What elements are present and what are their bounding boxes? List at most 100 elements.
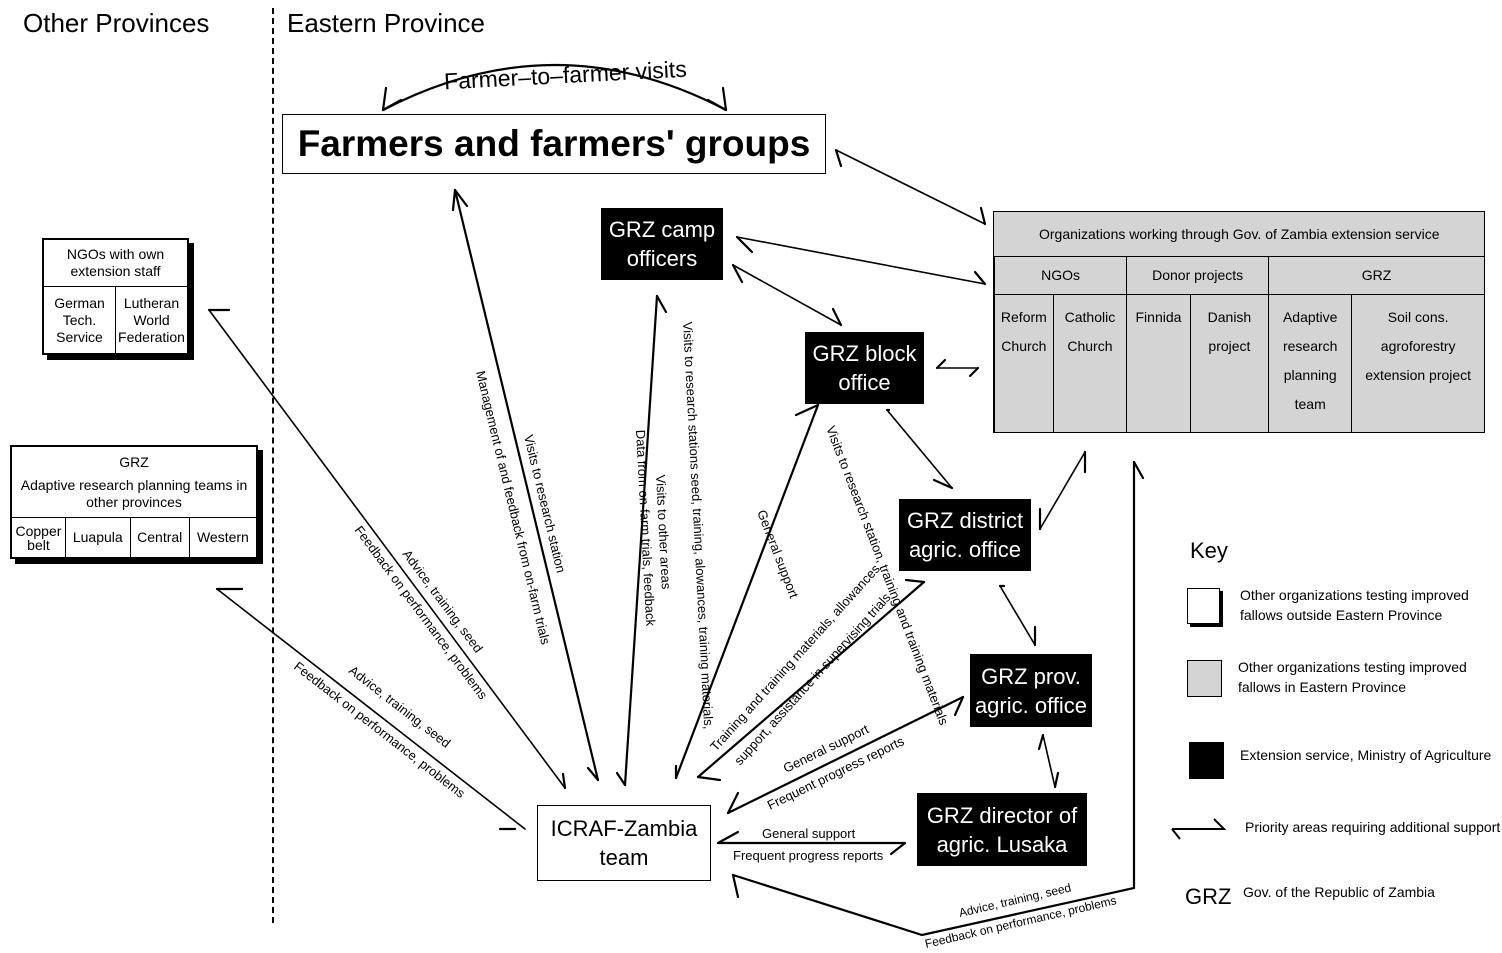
province-cell: Luapula — [64, 517, 131, 558]
key-swatch-white — [1187, 588, 1220, 624]
label-camp-icraf-a: Visits to research stations seed, traini… — [680, 321, 716, 729]
node-line: agric. office — [908, 537, 1022, 562]
label-director-icraf-b: Frequent progress reports — [733, 848, 884, 863]
arrowhead — [706, 86, 728, 112]
grz-other-provinces-box[interactable]: GRZ Adaptive research planning teams in … — [10, 445, 258, 559]
org-cell: Adaptive research planning team — [1268, 294, 1353, 432]
arrowhead — [451, 188, 469, 212]
key-label: Other organizations testing improved fal… — [1238, 659, 1467, 695]
arrowhead — [731, 873, 740, 899]
arrowhead — [889, 841, 907, 856]
key-swatch-black — [1189, 742, 1224, 779]
orgs-group-header: GRZ — [1268, 256, 1484, 295]
arrowhead — [716, 830, 740, 845]
node-line: agric. Lusaka — [936, 831, 1068, 857]
region-title-eastern-province: Eastern Province — [287, 8, 485, 38]
orgs-group-header: NGOs — [993, 256, 1128, 295]
key-title: Key — [1190, 538, 1228, 563]
label-district-icraf-b: support, assistance in supervising trial… — [731, 590, 894, 768]
grz-other-title: GRZ — [119, 453, 149, 470]
grz-district-office-node[interactable]: GRZ district agric. office — [899, 499, 1031, 571]
key-swatch-gray — [1187, 660, 1222, 697]
flow-ngo-icraf — [208, 309, 566, 789]
region-title-other-provinces: Other Provinces — [23, 8, 210, 38]
grz-prov-office-node[interactable]: GRZ prov. agric. office — [970, 654, 1092, 727]
flow-camp-block — [732, 264, 842, 326]
org-cell: Soil cons. agroforestry extension projec… — [1351, 294, 1484, 432]
label-director-icraf-a: General support — [762, 826, 856, 841]
farmers-node-label: Farmers and farmers' groups — [297, 123, 811, 164]
node-line: GRZ block — [812, 341, 917, 366]
orgs-box-title: Organizations working through Gov. of Za… — [994, 212, 1484, 257]
flow-district-icraf — [696, 580, 926, 779]
grz-camp-officers-node[interactable]: GRZ camp officers — [601, 208, 723, 280]
node-line: officers — [626, 246, 698, 271]
province-divider — [272, 8, 274, 923]
orgs-extension-box[interactable]: Organizations working through Gov. of Za… — [993, 211, 1485, 433]
org-cell: Catholic Church — [1052, 294, 1128, 432]
node-line: ICRAF-Zambia — [550, 816, 698, 841]
arrowhead — [731, 263, 744, 284]
flow-block-icraf — [674, 403, 820, 780]
arrowhead — [381, 86, 403, 112]
node-line: GRZ director of — [926, 802, 1078, 828]
key-label: Other organizations testing improved fal… — [1240, 587, 1469, 623]
flow-farmers-icraf — [453, 188, 600, 782]
flow-district-orgs — [1039, 451, 1086, 530]
ngo-extension-box[interactable]: NGOs with own extension staff German Tec… — [42, 238, 189, 355]
farmers-node[interactable]: Farmers and farmers' groups — [282, 114, 826, 174]
key-label: Extension service, Ministry of Agricultu… — [1240, 747, 1492, 763]
node-line: GRZ district — [906, 508, 1024, 533]
farmer-visits-arc — [381, 63, 728, 112]
province-cell: Central — [129, 517, 190, 558]
flow-district-prov — [999, 585, 1036, 646]
org-cell: Danish project — [1189, 294, 1270, 432]
arrowhead — [1053, 771, 1060, 789]
key-label: Gov. of the Republic of Zambia — [1243, 884, 1435, 900]
arrowhead — [561, 772, 567, 790]
arrowhead — [932, 478, 954, 490]
label-camp-icraf-b: Visits to other areas — [653, 474, 674, 590]
arrowhead — [953, 695, 965, 717]
arrowhead — [979, 206, 987, 226]
arrowhead — [655, 294, 668, 314]
node-line: office — [838, 370, 891, 395]
arrowhead — [831, 307, 843, 327]
node-line: GRZ prov. — [981, 663, 1081, 689]
org-cell: Finnida — [1126, 294, 1191, 432]
province-cell: Western — [188, 517, 258, 558]
grz-other-subtitle: Adaptive research planning teams in othe… — [20, 476, 248, 510]
grz-director-lusaka-node[interactable]: GRZ director of agric. Lusaka — [917, 793, 1087, 866]
arrowhead — [904, 578, 926, 584]
key-label: Priority areas requiring additional supp… — [1245, 819, 1501, 835]
arrowhead — [735, 235, 754, 254]
node-line: team — [599, 845, 649, 870]
arrowhead — [586, 766, 600, 782]
key-grz-abbrev: GRZ — [1185, 884, 1232, 909]
node-line: agric. office — [974, 692, 1088, 718]
flow-camp-orgs — [736, 236, 986, 285]
label-block-icraf-a: Visits to research station, training and… — [823, 424, 952, 728]
flow-prov-director — [1042, 734, 1056, 788]
flow-orgs-icraf — [731, 460, 1136, 937]
grz-block-office-node[interactable]: GRZ block office — [805, 332, 924, 404]
arrowhead — [1037, 733, 1045, 751]
arrowhead — [973, 270, 987, 286]
flow-grzother-icraf — [216, 588, 526, 830]
arrowhead — [726, 791, 740, 815]
node-line: GRZ camp — [608, 217, 716, 242]
ngo-cell: German Tech. Service — [43, 286, 116, 354]
priority-arrow-icon — [1171, 818, 1227, 840]
arrowhead — [968, 366, 980, 378]
flow-block-district — [886, 409, 953, 489]
orgs-group-header: Donor projects — [1126, 256, 1270, 295]
flow-prov-icraf — [726, 695, 965, 815]
arrowhead — [834, 148, 843, 168]
arrowhead — [1132, 460, 1145, 480]
ngo-cell: Lutheran World Federation — [115, 286, 188, 354]
flow-camp-icraf — [623, 294, 659, 787]
arrowhead — [935, 358, 947, 370]
ngo-extension-title: NGOs with own extension staff — [43, 239, 188, 287]
icraf-zambia-node[interactable]: ICRAF-Zambia team — [537, 805, 711, 881]
